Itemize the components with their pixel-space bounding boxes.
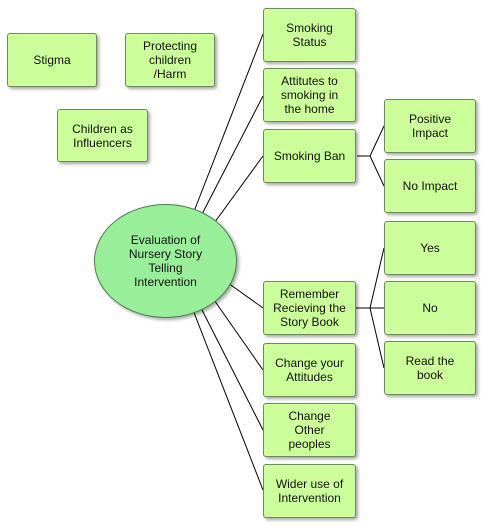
link-read-book xyxy=(369,307,385,369)
link-positive-impact xyxy=(357,125,385,157)
node-smoking-ban: Smoking Ban xyxy=(263,129,356,183)
node-change-others: Change Other peoples xyxy=(263,403,356,457)
link-attitudes-home xyxy=(199,95,264,219)
node-positive-impact: Positive Impact xyxy=(384,99,476,153)
link-smoking-ban xyxy=(211,155,264,227)
node-no: No xyxy=(384,281,476,335)
node-change-attitudes: Change your Attitudes xyxy=(263,343,356,397)
node-protecting-children: Protecting children /Harm xyxy=(125,33,215,87)
link-change-attitudes xyxy=(211,296,264,371)
node-smoking-status: Smoking Status xyxy=(263,8,356,62)
node-wider-use: Wider use of Intervention xyxy=(263,464,356,518)
node-read-the-book: Read the book xyxy=(384,341,476,395)
link-change-others xyxy=(199,305,264,431)
link-yes xyxy=(355,247,385,309)
link-remember xyxy=(227,282,264,309)
central-node: Evaluation of Nursery Story Telling Inte… xyxy=(94,204,237,318)
node-children-influencers: Children as Influencers xyxy=(57,109,148,162)
node-attitudes-home: Attitutes to smoking in the home xyxy=(263,68,356,122)
link-wider-use xyxy=(192,309,264,491)
link-no-impact xyxy=(369,155,385,187)
node-stigma: Stigma xyxy=(7,33,97,87)
node-yes: Yes xyxy=(384,221,476,275)
node-no-impact: No Impact xyxy=(384,159,476,213)
link-smoking-status xyxy=(192,33,264,215)
node-remember-story-book: Remember Recieving the Story Book xyxy=(263,281,356,335)
